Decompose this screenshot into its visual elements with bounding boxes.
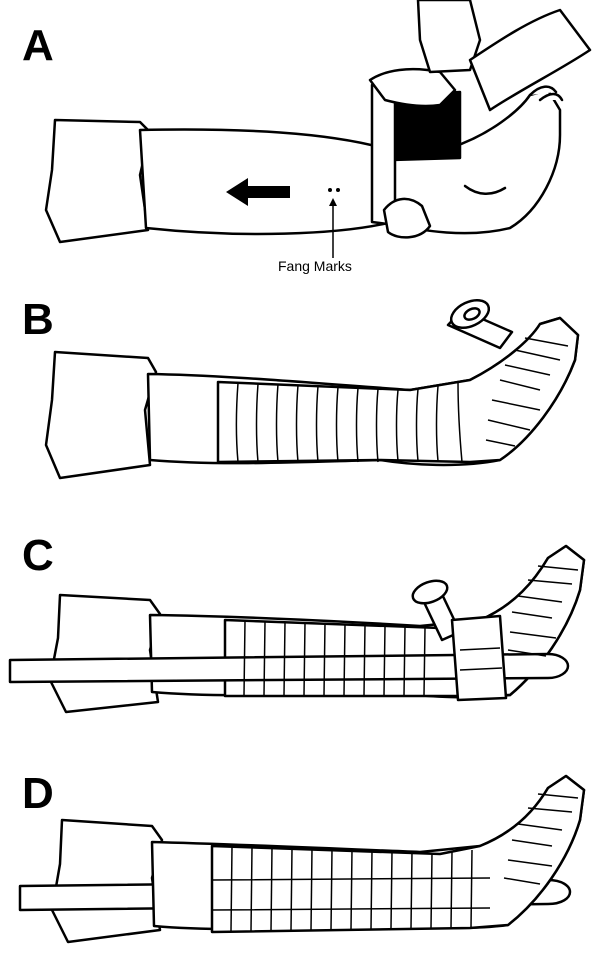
- top-hand: [368, 67, 457, 108]
- panel-b: B: [0, 290, 606, 500]
- bandage-turns: [235, 337, 569, 463]
- panel-a: A Fang Marks: [0, 0, 606, 275]
- sleeve-right: [468, 8, 592, 112]
- leg: [138, 88, 562, 236]
- step-letter-a: A: [22, 21, 54, 70]
- callout-arrowhead: [329, 198, 337, 206]
- trouser-cuff: [48, 593, 162, 714]
- panel-a-illustration: [44, 0, 592, 258]
- panel-c-illustration: [8, 544, 586, 714]
- step-letter-b: B: [22, 295, 54, 344]
- splint-stick: [8, 652, 570, 684]
- fang-mark-1: [328, 188, 332, 192]
- trouser-cuff: [50, 818, 164, 944]
- fang-mark-2: [336, 188, 340, 192]
- step-letter-c: C: [22, 531, 54, 580]
- direction-arrow: [226, 178, 290, 206]
- panel-c: C: [0, 520, 606, 740]
- fang-marks-label: Fang Marks: [278, 258, 352, 274]
- step-letter-d: D: [22, 769, 54, 818]
- bandage-roll-end: [411, 579, 449, 605]
- splint-tie: [450, 614, 508, 702]
- panel-d-illustration: [18, 774, 586, 944]
- bandage-wrap: [210, 774, 586, 934]
- lower-hand: [382, 197, 432, 239]
- toes: [528, 85, 564, 102]
- trouser-cuff: [44, 118, 152, 244]
- bandage-turns: [243, 565, 579, 696]
- bandage-roll-end: [449, 298, 491, 330]
- panel-b-illustration: [44, 298, 580, 480]
- sleeve: [416, 0, 482, 74]
- panel-d: D: [0, 760, 606, 960]
- bandage-turns: [211, 793, 579, 932]
- trouser-cuff: [44, 350, 158, 480]
